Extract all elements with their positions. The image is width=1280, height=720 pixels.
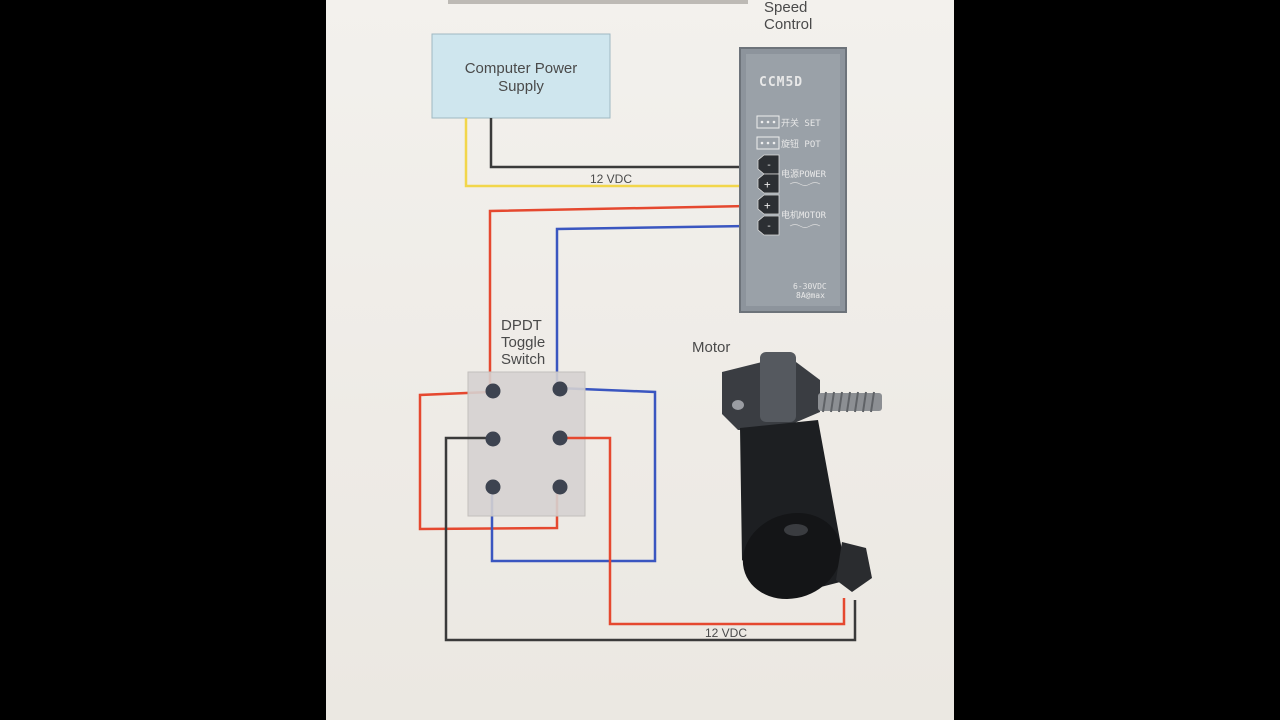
pot-pin (766, 141, 770, 145)
terminal-minus-label: - (766, 160, 772, 171)
shaft-thread (822, 391, 827, 413)
motor-connector (836, 542, 872, 592)
speed-control-label-line2: Control (764, 16, 812, 33)
motor-terminal-minus-label: - (766, 221, 772, 232)
motor-end-cap-highlight (784, 524, 808, 536)
pot-pin (760, 141, 764, 145)
terminal-plus-label: + (764, 178, 771, 191)
switch-terminal-mid-right (552, 430, 568, 446)
shaft-thread (870, 391, 875, 413)
power-supply-label-line2: Supply (498, 78, 544, 95)
switch-label-line2: Toggle (501, 334, 545, 351)
motor-mount-hole (732, 400, 744, 410)
switch-terminal-bottom-right (552, 479, 568, 495)
power-plus-terminal (757, 173, 780, 194)
controller-row-power: 电源POWER (781, 168, 827, 180)
ccm5d-controller: CCM5D 开关 SET 旋钮 POT - + 电源POWER + - 电机MO… (739, 47, 847, 313)
wire-red-common (560, 436, 846, 626)
motor-terminal-plus-label: + (764, 199, 771, 212)
motor-wave-mark (789, 224, 821, 228)
switch-label-line1: DPDT (501, 317, 542, 334)
wire-black-common (444, 436, 857, 642)
speed-control-label-line1: Speed (764, 0, 807, 16)
motor-gearbox-plate (760, 352, 796, 422)
controller-rating-line1: 6-30VDC (793, 282, 827, 291)
shaft-thread (830, 391, 835, 413)
motor-end-cap (742, 512, 842, 600)
controller-row-set: 开关 SET (781, 117, 821, 129)
wire-yellow-supply (464, 118, 748, 188)
motor-plus-terminal (757, 194, 780, 215)
controller-row-pot: 旋钮 POT (781, 138, 821, 150)
shaft-thread (862, 391, 867, 413)
switch-terminal-bottom-left (485, 479, 501, 495)
wire-blue-cross (490, 386, 657, 563)
motor-label: Motor (692, 339, 730, 356)
shaft-thread (854, 391, 859, 413)
power-supply-label-line1: Computer Power (465, 60, 578, 77)
wire-blue-controller (555, 224, 749, 388)
dpdt-switch-box (467, 371, 586, 517)
set-connector (756, 115, 780, 129)
shaft-thread (846, 391, 851, 413)
voltage-label-bottom: 12 VDC (705, 626, 747, 640)
motor-threaded-shaft (818, 391, 882, 413)
switch-terminal-top-left (485, 383, 501, 399)
controller-row-motor: 电机MOTOR (781, 209, 827, 221)
set-pin (760, 120, 764, 124)
pot-pin (772, 141, 776, 145)
set-pin (766, 120, 770, 124)
shaft-thread (838, 391, 843, 413)
controller-rating-line2: 8A@max (796, 291, 825, 300)
wire-black-supply (489, 118, 748, 169)
power-supply-box (431, 33, 611, 119)
motor-minus-terminal (757, 215, 780, 236)
switch-label-line3: Switch (501, 351, 545, 368)
paper-background (326, 0, 954, 720)
pot-connector (756, 136, 780, 150)
voltage-label-top: 12 VDC (590, 172, 632, 186)
motor-illustration (722, 352, 882, 600)
set-pin (772, 120, 776, 124)
controller-model: CCM5D (759, 75, 803, 90)
wire-red-controller (488, 204, 749, 392)
top-edge-mark (448, 0, 748, 4)
switch-terminal-top-right (552, 381, 568, 397)
switch-terminal-mid-left (485, 431, 501, 447)
power-wave-mark (789, 182, 821, 186)
